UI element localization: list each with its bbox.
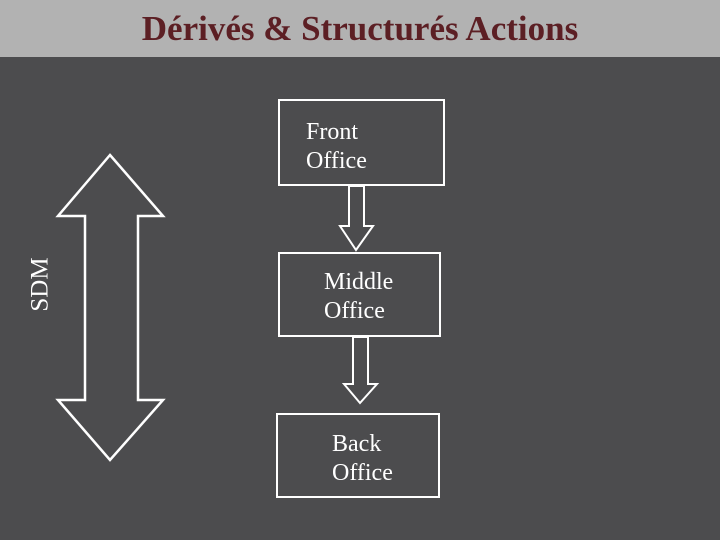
title-band: Dérivés & Structurés Actions bbox=[0, 0, 720, 57]
down-arrow-icon bbox=[341, 336, 380, 405]
back-office-box: Back Office bbox=[276, 413, 440, 498]
front-office-box: Front Office bbox=[278, 99, 445, 186]
front-office-line1: Front bbox=[306, 119, 359, 145]
sdm-label: SDM bbox=[26, 257, 54, 312]
front-office-line2: Office bbox=[306, 148, 367, 174]
middle-office-box: Middle Office bbox=[278, 252, 441, 337]
back-office-line1: Back bbox=[332, 431, 382, 457]
down-arrow-icon bbox=[338, 185, 375, 252]
middle-office-line2: Office bbox=[324, 298, 385, 324]
back-office-line2: Office bbox=[332, 460, 393, 486]
slide-title: Dérivés & Structurés Actions bbox=[141, 8, 579, 48]
double-vertical-arrow-icon bbox=[55, 153, 166, 462]
middle-office-line1: Middle bbox=[324, 269, 394, 295]
